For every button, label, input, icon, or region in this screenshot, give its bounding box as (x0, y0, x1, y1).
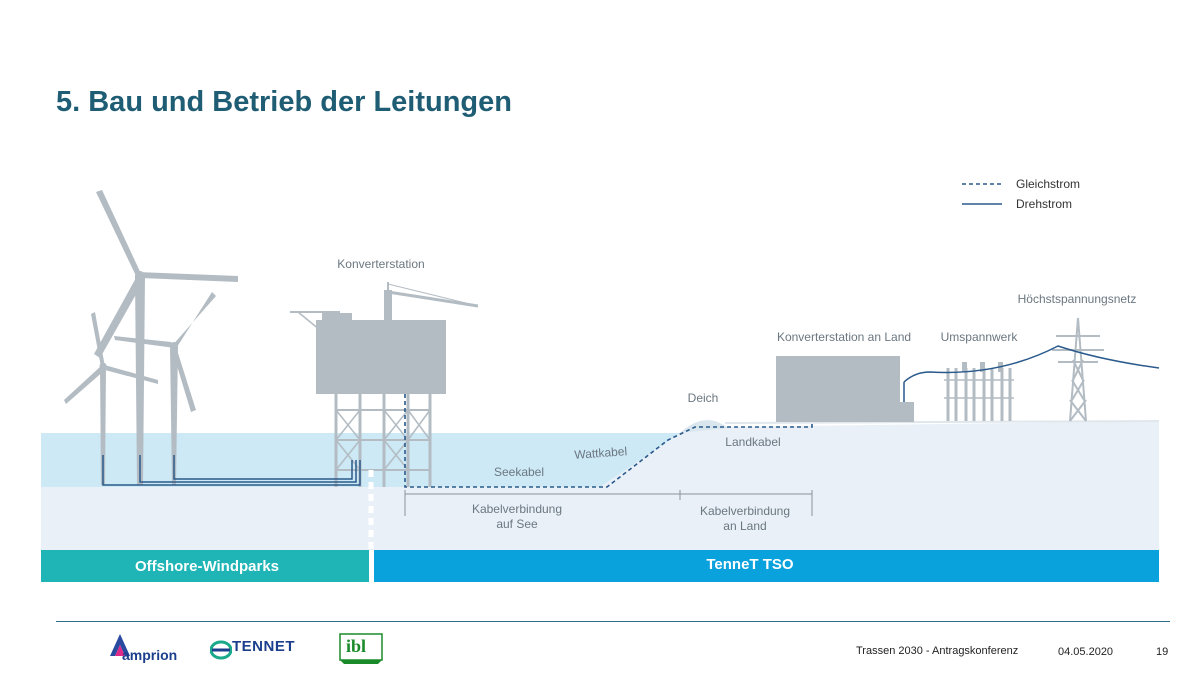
tennet-logo-text: TENNET (232, 638, 295, 655)
amprion-mark-icon (110, 634, 130, 656)
legend-ac-label: Drehstrom (1016, 197, 1072, 211)
sea-cable-label: Seekabel (494, 465, 544, 479)
land-area (600, 420, 1159, 550)
land-connection-label-1: Kabelverbindung (700, 504, 790, 518)
page-number: 19 (1156, 646, 1169, 658)
transmission-pylon (1052, 317, 1104, 422)
ibl-mark-icon (339, 633, 383, 664)
offshore-bar (41, 550, 369, 582)
offshore-bar-label: Offshore-Windparks (135, 558, 279, 575)
dike-mound (680, 420, 728, 433)
legend-dc-label: Gleichstrom (1016, 177, 1080, 191)
tennet-mark-icon (210, 640, 232, 660)
slide-date: 04.05.2020 (1058, 646, 1114, 658)
wind-turbine (114, 292, 216, 485)
sea-connection-label-2: auf See (496, 517, 538, 531)
mudflat-cable-label: Wattkabel (574, 444, 628, 462)
ibl-logo: ibl (338, 630, 384, 666)
tso-bar-label: TenneT TSO (706, 556, 794, 573)
converter-station-land-label: Konverterstation an Land (777, 330, 911, 344)
dike-label: Deich (688, 391, 719, 405)
footer-divider (56, 621, 1170, 622)
conference-name: Trassen 2030 - Antragskonferenz (856, 645, 1019, 657)
amprion-logo-text: amprion (122, 647, 178, 663)
grid-label: Höchstspannungsnetz (1018, 292, 1137, 306)
ibl-logo-text: ibl (346, 636, 367, 656)
slide-title: 5. Bau und Betrieb der Leitungen (56, 86, 512, 118)
wind-turbine (94, 190, 238, 485)
sea-connection-label-1: Kabelverbindung (472, 502, 562, 516)
substation (944, 362, 1014, 421)
array-cables (102, 455, 361, 486)
cable-section-brackets (404, 490, 813, 516)
dc-export-cable (404, 394, 813, 488)
land-surface-line (724, 420, 1160, 424)
substation-label: Umspannwerk (941, 330, 1019, 344)
land-connection-label-2: an Land (723, 519, 766, 533)
tennet-logo: TENNET (210, 636, 304, 662)
legend: Gleichstrom Drehstrom (962, 177, 1080, 211)
onshore-converter-station (776, 356, 914, 422)
converter-station-label: Konverterstation (337, 257, 424, 271)
land-cable-label: Landkabel (725, 435, 780, 449)
amprion-logo: amprion (108, 632, 188, 664)
wind-turbine (64, 312, 158, 485)
tso-bar (374, 550, 1159, 582)
overhead-line (903, 345, 1160, 383)
